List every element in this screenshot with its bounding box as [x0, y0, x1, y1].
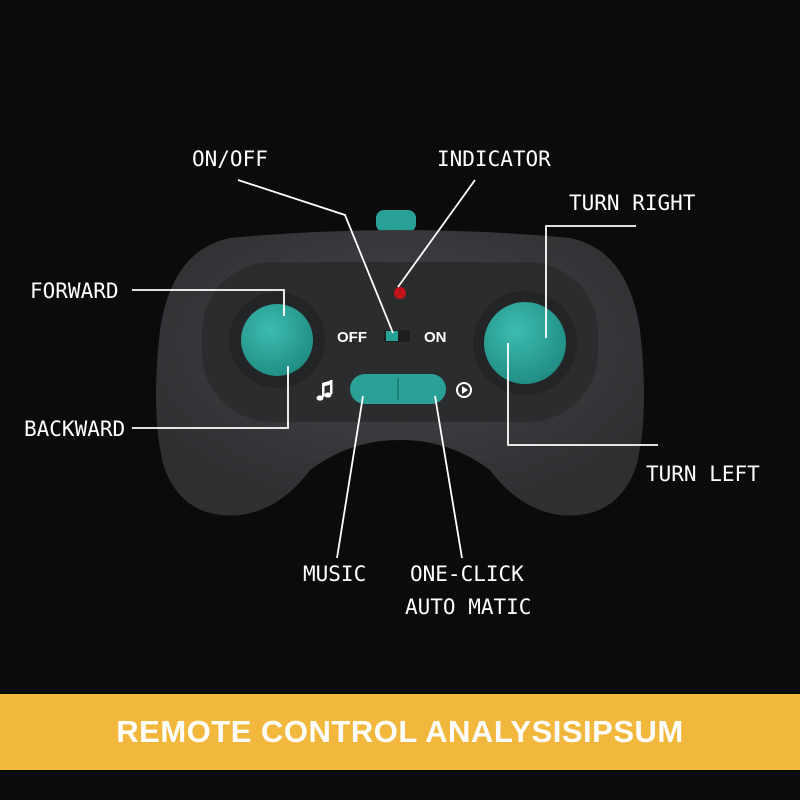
- callout-music: MUSIC: [303, 562, 367, 586]
- leader-forward: [132, 289, 285, 316]
- leader-indicator: [397, 179, 476, 288]
- leader-lines: [132, 179, 658, 559]
- antenna-nub: [376, 210, 416, 232]
- callout-turn-right: TURN RIGHT: [569, 191, 696, 215]
- leader-backward: [132, 366, 289, 429]
- indicator-led: [394, 287, 406, 299]
- callout-one-click-line1: ONE-CLICK: [410, 562, 524, 586]
- callout-on-off: ON/OFF: [192, 147, 268, 171]
- off-label: OFF: [337, 329, 367, 346]
- on-label: ON: [424, 329, 447, 346]
- leader-one-click: [434, 395, 463, 559]
- play-circle-icon: [456, 382, 472, 398]
- leader-music: [336, 395, 364, 559]
- power-switch-knob: [386, 331, 398, 341]
- leader-turn-right: [545, 225, 636, 338]
- music-note-icon: [316, 380, 333, 401]
- banner-title: REMOTE CONTROL ANALYSISIPSUM: [116, 714, 684, 749]
- leader-on-off: [237, 179, 394, 334]
- callout-one-click-line2: AUTO MATIC: [405, 595, 532, 619]
- callout-indicator: INDICATOR: [437, 147, 551, 171]
- title-banner: REMOTE CONTROL ANALYSISIPSUM: [0, 694, 800, 770]
- leader-turn-left: [507, 343, 658, 446]
- left-stick-button[interactable]: [241, 304, 313, 376]
- callout-turn-left: TURN LEFT: [646, 462, 760, 486]
- callout-backward: BACKWARD: [24, 417, 126, 441]
- callout-forward: FORWARD: [30, 279, 119, 303]
- right-stick-button[interactable]: [484, 302, 566, 384]
